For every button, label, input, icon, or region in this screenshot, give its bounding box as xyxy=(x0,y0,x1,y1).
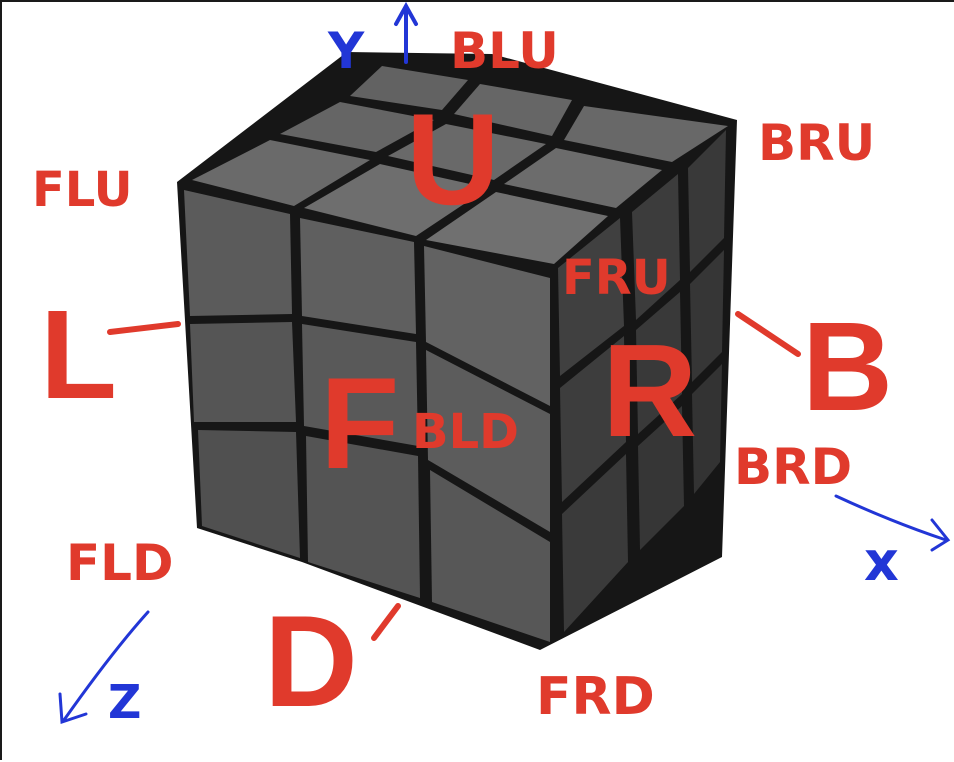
front-sticker xyxy=(198,430,300,558)
face-label-back: B xyxy=(802,296,893,437)
front-sticker xyxy=(190,322,296,422)
top-sticker xyxy=(504,148,662,208)
axis-label-y: Y xyxy=(327,22,365,80)
top-face xyxy=(192,66,728,264)
corner-labels: BLU BRU FLU FRU BLD BRD FLD FRD xyxy=(32,22,875,727)
corner-label-fru: FRU xyxy=(562,250,671,306)
z-axis-arrow xyxy=(58,610,150,725)
axis-label-x: x xyxy=(864,530,899,593)
top-sticker xyxy=(192,140,370,206)
right-sticker xyxy=(558,218,624,376)
right-sticker xyxy=(562,454,628,632)
annotation-strokes xyxy=(58,2,951,725)
face-label-up: U xyxy=(406,86,500,232)
face-label-left: L xyxy=(40,284,117,425)
face-label-right: R xyxy=(602,317,697,464)
front-face xyxy=(184,190,550,642)
corner-label-brd: BRD xyxy=(734,438,852,496)
front-sticker xyxy=(430,470,550,642)
top-sticker xyxy=(350,66,468,110)
axis-label-z: Z xyxy=(108,675,141,729)
front-sticker xyxy=(300,218,416,334)
rubiks-cube xyxy=(177,52,737,650)
top-sticker xyxy=(304,164,488,236)
right-sticker xyxy=(638,406,684,550)
face-label-down: D xyxy=(264,588,358,734)
face-label-front: F xyxy=(320,350,399,496)
corner-label-bld: BLD xyxy=(412,404,519,460)
top-sticker xyxy=(454,84,572,136)
right-face xyxy=(558,130,726,632)
front-sticker xyxy=(302,324,418,446)
top-sticker xyxy=(426,192,608,264)
top-sticker xyxy=(280,102,434,152)
down-face-pointer xyxy=(371,603,401,641)
front-sticker xyxy=(426,350,550,532)
right-sticker xyxy=(690,250,724,382)
right-sticker xyxy=(636,292,682,434)
front-sticker xyxy=(184,190,292,316)
front-sticker xyxy=(424,246,550,406)
right-sticker xyxy=(632,174,680,320)
x-axis-arrow xyxy=(834,494,951,552)
front-sticker xyxy=(306,436,420,598)
top-sticker xyxy=(388,124,546,180)
axis-labels: Y x Z xyxy=(108,22,899,729)
right-sticker xyxy=(692,364,722,494)
top-sticker xyxy=(564,106,728,162)
left-face-pointer xyxy=(107,321,181,335)
corner-label-bru: BRU xyxy=(758,114,875,172)
corner-label-frd: FRD xyxy=(536,667,655,727)
corner-label-blu: BLU xyxy=(450,22,559,80)
corner-label-fld: FLD xyxy=(66,534,174,592)
right-sticker xyxy=(560,336,626,502)
y-axis-arrow xyxy=(394,2,418,64)
back-face-pointer xyxy=(735,311,801,357)
face-labels: U L F R B D xyxy=(40,86,893,734)
corner-label-flu: FLU xyxy=(32,162,133,218)
right-sticker xyxy=(688,130,726,272)
